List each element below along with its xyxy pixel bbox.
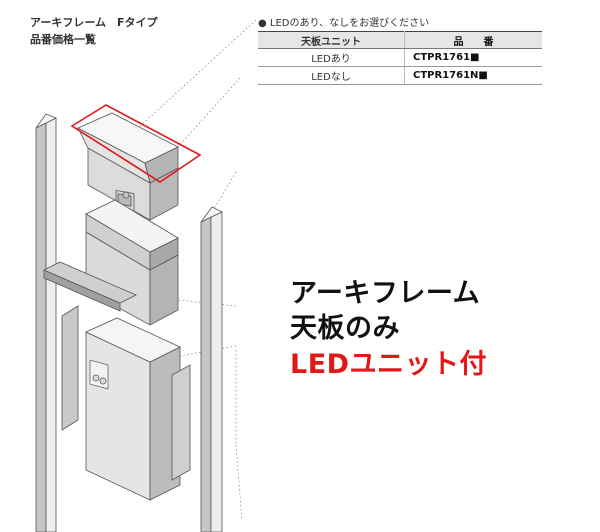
- row-code: CTPR1761■: [404, 48, 542, 67]
- column-header-unit: 天板ユニット: [258, 31, 405, 49]
- post-box: [85, 199, 179, 326]
- table-row: LEDあり CTPR1761■: [258, 48, 542, 67]
- page-subtitle: 品番価格一覧: [30, 33, 96, 46]
- row-code: CTPR1761N■: [404, 66, 542, 85]
- column-header-code: 品 番: [404, 31, 542, 49]
- headline-line3: LEDユニット付: [290, 349, 488, 380]
- lower-box: [85, 317, 181, 501]
- row-option: LEDあり: [258, 48, 405, 67]
- table-row: LEDなし CTPR1761N■: [258, 66, 542, 85]
- right-pillar: [200, 206, 223, 532]
- row-option: LEDなし: [258, 66, 405, 85]
- right-panel: [171, 364, 191, 481]
- left-panel: [61, 305, 79, 431]
- product-number-table: 天板ユニット 品 番 LEDあり CTPR1761■ LEDなし CTPR176…: [258, 31, 542, 85]
- shelf-arm: [43, 261, 137, 312]
- headline-line2: 天板のみ: [290, 313, 400, 344]
- headline-line1: アーキフレーム: [290, 278, 481, 309]
- highlight-outline: [70, 104, 202, 183]
- page-title: アーキフレーム Fタイプ: [30, 16, 158, 29]
- selection-note: ● LEDのあり、なしをお選びください: [258, 18, 430, 29]
- top-unit: [77, 112, 179, 223]
- left-pillar: [35, 113, 57, 532]
- table-header-row: 天板ユニット 品 番: [258, 31, 542, 49]
